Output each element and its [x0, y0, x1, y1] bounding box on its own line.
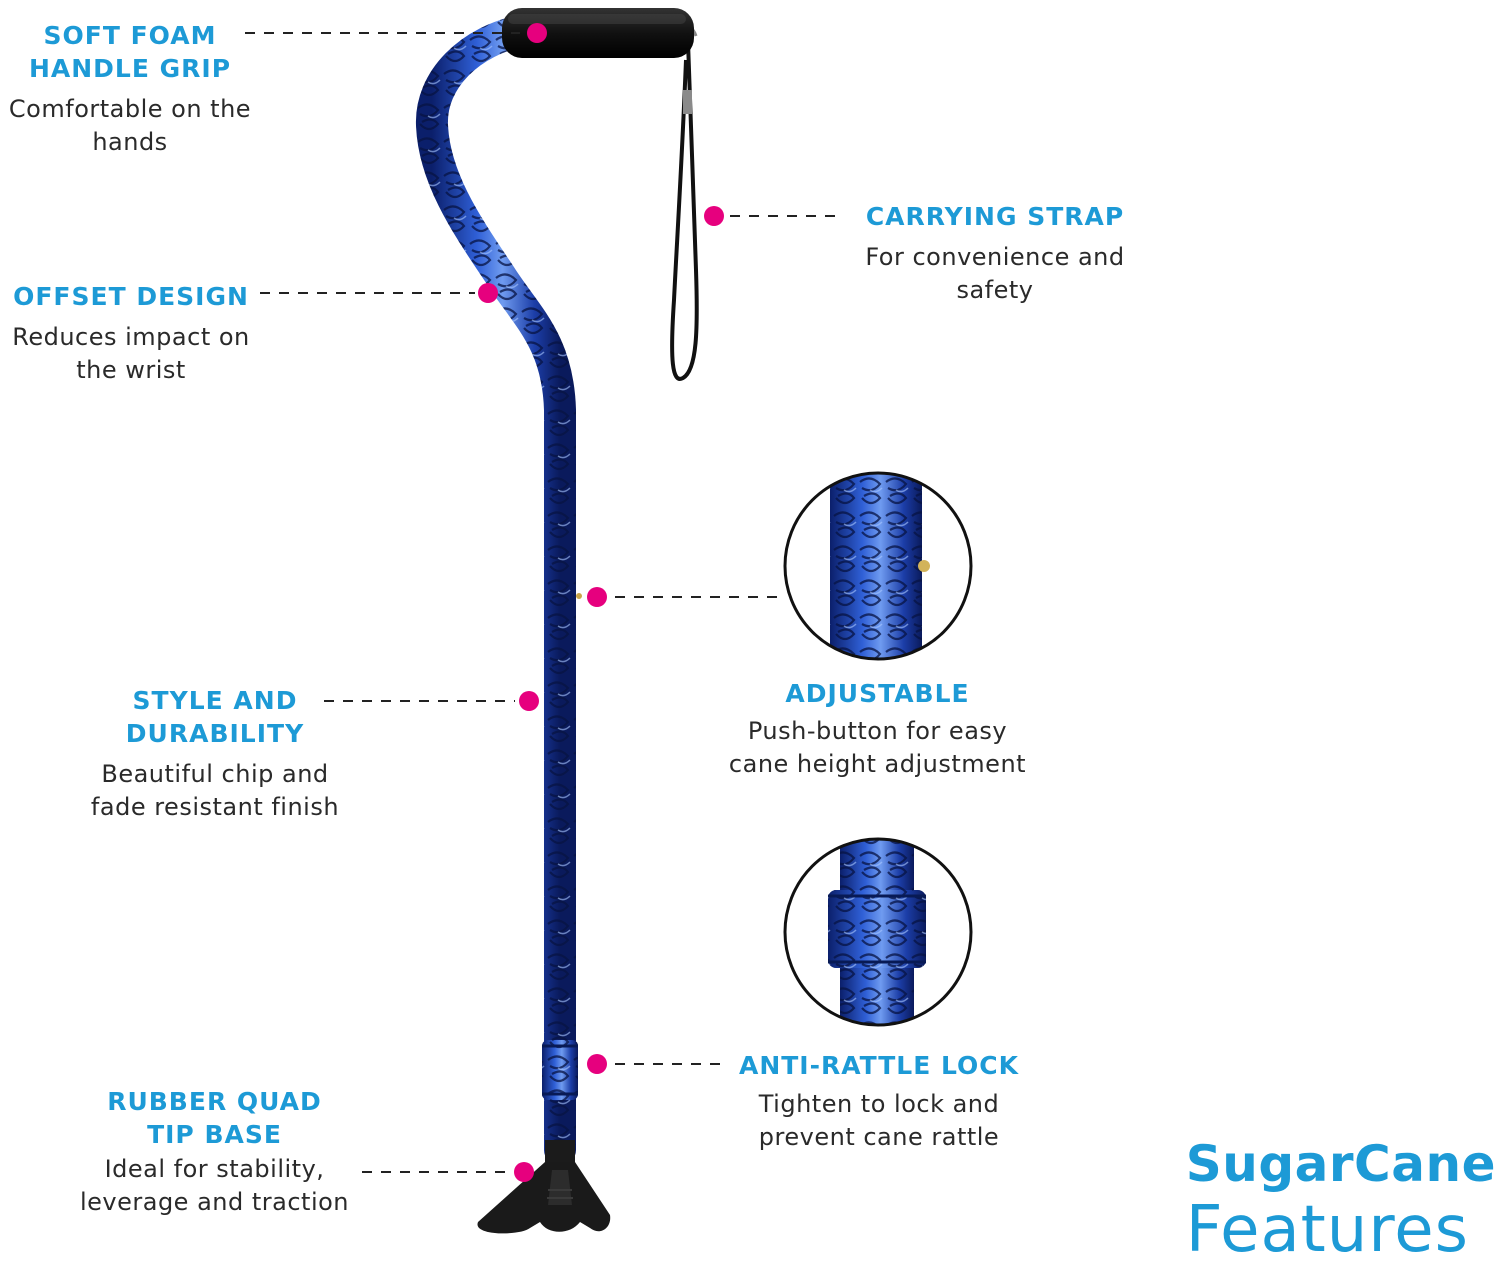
feature-title: ADJUSTABLE	[785, 679, 970, 708]
feature-carrying-strap: CARRYING STRAP For convenience and safet…	[845, 200, 1145, 307]
marker-dot-adjustable	[587, 587, 607, 607]
feature-description: Reduces impact on the wrist	[12, 323, 250, 384]
feature-title: OFFSET DESIGN	[13, 282, 249, 311]
feature-title: ANTI-RATTLE LOCK	[738, 1051, 1020, 1080]
feature-handle-grip: SOFT FOAM HANDLE GRIP Comfortable on the…	[0, 19, 260, 159]
feature-style-durability: STYLE AND DURABILITY Beautiful chip and …	[70, 684, 360, 824]
feature-description: Ideal for stability, leverage and tracti…	[79, 1155, 350, 1216]
feature-offset-design: OFFSET DESIGN Reduces impact on the wris…	[0, 280, 262, 387]
marker-dot-style-durability	[519, 691, 539, 711]
feature-anti-rattle: ANTI-RATTLE LOCK Tighten to lock and pre…	[720, 1049, 1038, 1154]
feature-quad-tip: RUBBER QUAD TIP BASE Ideal for stability…	[62, 1085, 367, 1219]
feature-adjustable: ADJUSTABLE Push-button for easy cane hei…	[705, 677, 1050, 781]
feature-title: RUBBER QUAD TIP BASE	[107, 1087, 322, 1149]
feature-description: Beautiful chip and fade resistant finish	[90, 760, 340, 821]
feature-description: For convenience and safety	[865, 243, 1125, 304]
carrying-strap-graphic	[670, 26, 699, 381]
marker-dot-handle-grip	[527, 23, 547, 43]
marker-dot-quad-tip	[514, 1162, 534, 1182]
brand-name: SugarCane	[1185, 1135, 1496, 1193]
adjustable-detail-circle	[783, 471, 973, 661]
marker-dot-carrying-strap	[704, 206, 724, 226]
feature-title: SOFT FOAM HANDLE GRIP	[28, 21, 232, 83]
quad-tip-graphic	[477, 1140, 611, 1234]
feature-description: Comfortable on the hands	[8, 95, 252, 156]
feature-description: Push-button for easy cane height adjustm…	[728, 717, 1027, 778]
feature-title: STYLE AND DURABILITY	[125, 686, 305, 748]
feature-title: CARRYING STRAP	[865, 202, 1125, 231]
marker-dot-anti-rattle	[587, 1054, 607, 1074]
handle-grip-graphic	[502, 8, 694, 58]
feature-description: Tighten to lock and prevent cane rattle	[758, 1090, 1000, 1151]
brand-subtitle: Features	[1185, 1193, 1469, 1267]
anti-rattle-detail-circle	[783, 837, 973, 1027]
cane-shaft-graphic	[416, 14, 582, 1166]
marker-dot-offset-design	[478, 283, 498, 303]
brand-heading: SugarCane Features	[1186, 1133, 1496, 1265]
